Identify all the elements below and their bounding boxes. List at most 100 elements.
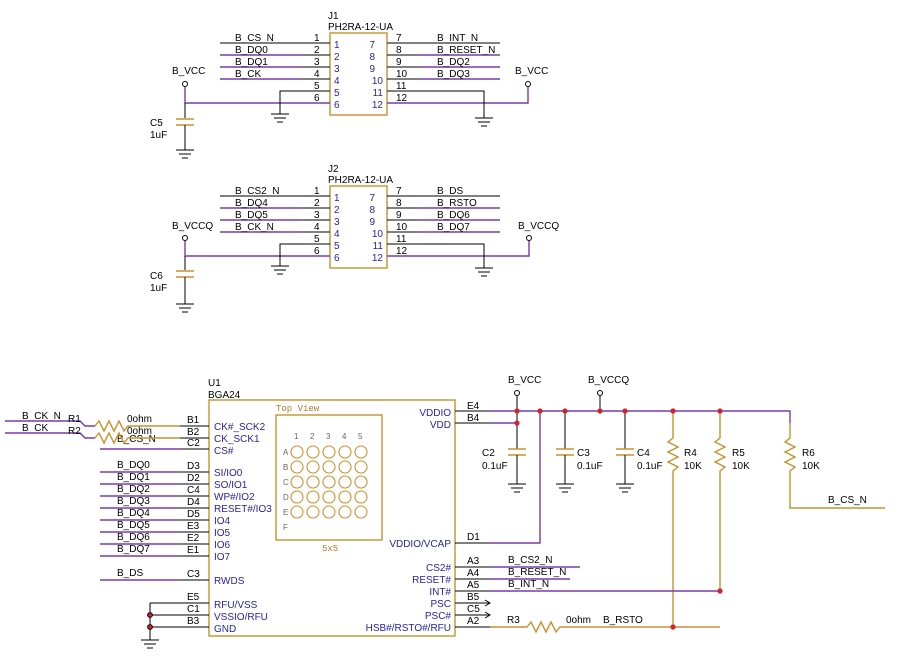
- svg-text:1: 1: [294, 432, 299, 441]
- j1-net-r1: B_INT_N: [437, 33, 478, 44]
- j1-inpin-11: 11: [373, 88, 384, 99]
- j1-pin-10: 10: [396, 69, 408, 80]
- left-input-nets: B_CK_N B_CK B_CS_N R1 0ohm R2 0ohm B_DQ0…: [5, 411, 180, 649]
- j2-inpin-12: 12: [372, 253, 384, 264]
- j2-net-l1: B_CS2_N: [235, 186, 279, 197]
- c5-ref: C5: [150, 118, 163, 129]
- net-dq6: B_DQ6: [117, 532, 150, 543]
- u1-pin-name: CK_SCK1: [214, 434, 260, 445]
- j2-inpin-5: 5: [334, 241, 340, 252]
- j1-inpin-8: 8: [369, 52, 375, 63]
- j2-part: PH2RA-12-UA: [328, 175, 393, 186]
- u1-pin-num: E2: [187, 533, 200, 544]
- j1-net-l3: B_DQ1: [235, 57, 268, 68]
- j2-pin-12: 12: [396, 246, 408, 257]
- bga-ball: [290, 505, 304, 519]
- right-power-network: B_VCC B_VCCQ C2 0.1uF C3 0.1uF: [482, 375, 885, 634]
- svg-text:D: D: [283, 493, 289, 502]
- j1-inpin-10: 10: [372, 76, 384, 87]
- vcc-symbol: [514, 390, 520, 396]
- u1-pin-num: A2: [467, 616, 480, 627]
- u1-pin-name: WP#/IO2: [214, 492, 255, 503]
- j1-inpin-5: 5: [334, 88, 340, 99]
- j2-pin-4: 4: [314, 222, 320, 233]
- bga-ball: [290, 490, 304, 504]
- j1-body: [329, 32, 388, 116]
- u1-grid-label: 5x5: [322, 544, 338, 554]
- bga-ball: [306, 445, 320, 459]
- bga-ball: [322, 460, 336, 474]
- connector-j2: J2 PH2RA-12-UA B_CS2_N B_DQ4 B_DQ5 B_CK_…: [150, 164, 559, 313]
- capacitor-c2: [508, 423, 526, 493]
- j2-ground-left: [271, 243, 330, 275]
- u1-pin-num: A4: [467, 568, 480, 579]
- j1-inpin-6: 6: [334, 100, 340, 111]
- u1-pin-name: HSB#/RSTO#/RFU: [366, 623, 451, 634]
- j2-body: [329, 185, 388, 269]
- net-dq0: B_DQ0: [117, 460, 150, 471]
- j1-pin-1: 1: [314, 33, 320, 44]
- u1-pin-name: IO7: [214, 552, 231, 563]
- j2-inpin-6: 6: [334, 253, 340, 264]
- resistor-r1: [94, 419, 180, 433]
- capacitor-c6: [176, 270, 194, 313]
- c4-ref: C4: [637, 448, 650, 459]
- svg-text:C: C: [283, 478, 289, 487]
- j1-pin-3: 3: [314, 57, 320, 68]
- net-b-rsto: B_RSTO: [603, 615, 643, 626]
- j2-pin-11: 11: [396, 234, 407, 245]
- r5-ref: R5: [732, 448, 745, 459]
- u1-pin-num: B3: [187, 616, 200, 627]
- u1-ref: U1: [208, 378, 221, 389]
- j2-inpin-8: 8: [369, 205, 375, 216]
- u1-pin-name: IO5: [214, 528, 231, 539]
- j1-pin-12: 12: [396, 93, 408, 104]
- j1-ref: J1: [328, 11, 339, 22]
- resistor-r5: [713, 411, 727, 591]
- j1-inpin-1: 1: [334, 40, 340, 51]
- svg-text:2: 2: [310, 432, 315, 441]
- j2-inpin-3: 3: [334, 217, 340, 228]
- net-dq3: B_DQ3: [117, 496, 150, 507]
- j2-power-left-label: B_VCCQ: [172, 221, 213, 232]
- bga-ball: [338, 445, 352, 459]
- u1-pin-num: D4: [187, 497, 200, 508]
- r3-ref: R3: [507, 615, 520, 626]
- u1-row-labels: A B C D E F: [283, 448, 289, 532]
- u1-ground-left: [141, 603, 159, 649]
- psc-no-connect: [484, 599, 491, 619]
- r4-ref: R4: [684, 448, 697, 459]
- u1-pin-name: VDDIO: [419, 408, 451, 419]
- j2-pin-8: 8: [396, 198, 402, 209]
- j2-pin-6: 6: [314, 246, 320, 257]
- u1-pin-num: A5: [467, 580, 480, 591]
- j1-net-r3: B_DQ2: [437, 57, 470, 68]
- j2-net-r2: B_RSTO: [437, 198, 477, 209]
- bga-ball: [306, 490, 320, 504]
- u1-pin-name: RESET#/IO3: [214, 504, 272, 515]
- j1-pin-11: 11: [396, 81, 407, 92]
- u1-right-pins: E4 VDDIO B4 VDD D1 VDDIO/VCAP A3 CS2# A4…: [366, 401, 481, 634]
- u1-pin-num: D3: [187, 461, 200, 472]
- u1-pin-num: B4: [467, 413, 480, 424]
- net-b-cs2-n: B_CS2_N: [508, 555, 552, 566]
- u1-pin-name: INT#: [429, 587, 451, 598]
- resistor-r6: [783, 423, 885, 509]
- u1-pin-num: B5: [467, 592, 480, 603]
- r6-ref: R6: [802, 448, 815, 459]
- u1-pin-num: D5: [187, 509, 200, 520]
- u1-topview-outline: [275, 414, 383, 541]
- bga-ball: [354, 445, 368, 459]
- j1-inpin-12: 12: [372, 100, 384, 111]
- ic-u1: U1 BGA24 Top View 5x5 1 2 3 4 5 A B C D …: [100, 378, 491, 637]
- bga-ball: [322, 505, 336, 519]
- j1-net-r4: B_DQ3: [437, 69, 470, 80]
- j2-pin-7: 7: [396, 186, 402, 197]
- j2-pin-1: 1: [314, 186, 320, 197]
- j1-ground-left: [271, 90, 330, 123]
- j2-inpin-9: 9: [369, 217, 375, 228]
- j1-net-l2: B_DQ0: [235, 45, 268, 56]
- c6-ref: C6: [150, 271, 163, 282]
- capacitor-c5: [176, 118, 194, 159]
- net-b-ck: B_CK: [22, 423, 48, 434]
